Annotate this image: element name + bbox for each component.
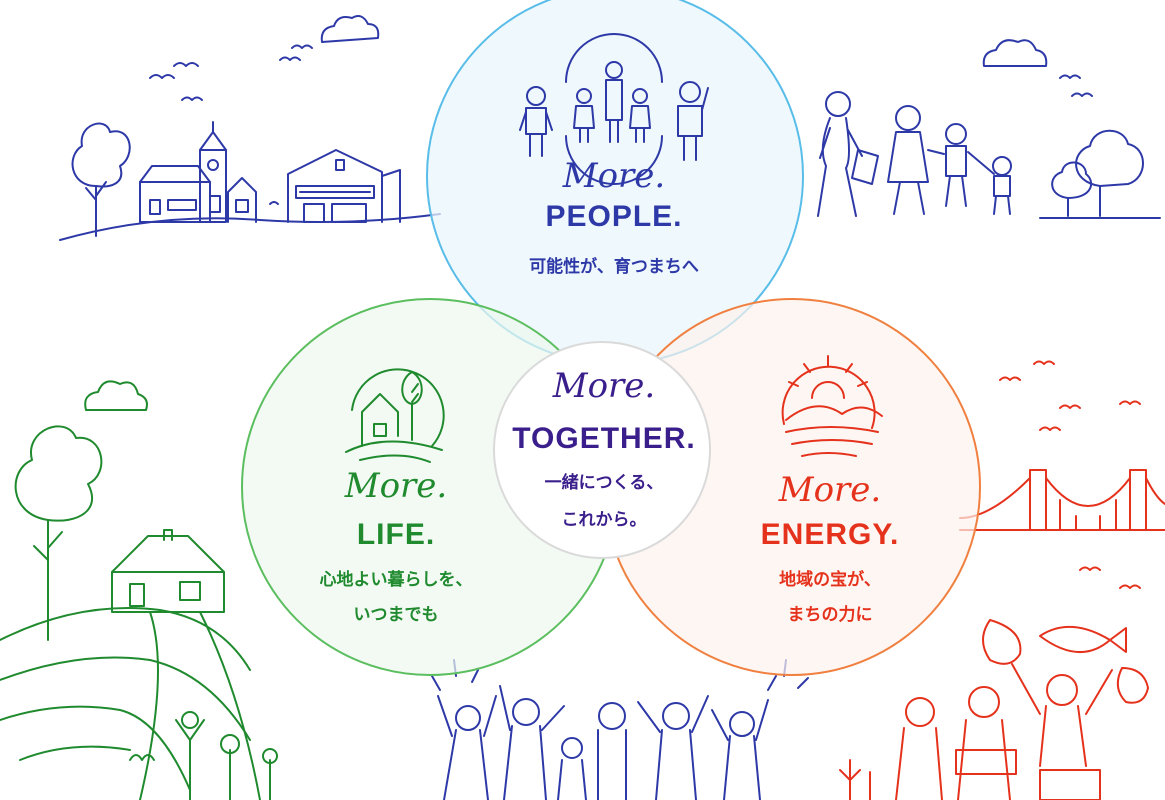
together-circle [493, 341, 711, 559]
energy-tagline-line2: まちの力に [787, 605, 873, 625]
sunrise-over-hills-icon [781, 355, 883, 457]
cheering-crowd-illustration [431, 659, 809, 800]
together-title: TOGETHER. [512, 422, 696, 455]
family-in-circle-icon [519, 33, 709, 185]
life-tagline-line2: いつまでも [353, 605, 439, 625]
countryside-house-illustration [0, 380, 278, 800]
house-and-tree-icon [345, 368, 445, 463]
energy-tagline-line1: 地域の宝が、 [779, 570, 881, 590]
life-title: LIFE. [356, 518, 436, 551]
walking-family-illustration [817, 39, 1161, 219]
life-script: More. [344, 466, 448, 506]
energy-script: More. [778, 470, 882, 510]
life-tagline-line1: 心地よい暮らしを、 [319, 570, 473, 590]
together-tagline-line1: 一緒につくる、 [544, 473, 664, 493]
people-tagline: 可能性が、育つまちへ [529, 257, 699, 277]
venn-circles [241, 0, 981, 676]
fishermen-and-bridge-illustration [839, 360, 1165, 800]
together-tagline-line2: これから。 [561, 510, 647, 530]
town-with-church-illustration [59, 15, 441, 241]
together-script: More. [552, 366, 656, 406]
energy-title: ENERGY. [760, 518, 900, 551]
people-title: PEOPLE. [545, 200, 683, 233]
people-script: More. [562, 156, 666, 196]
